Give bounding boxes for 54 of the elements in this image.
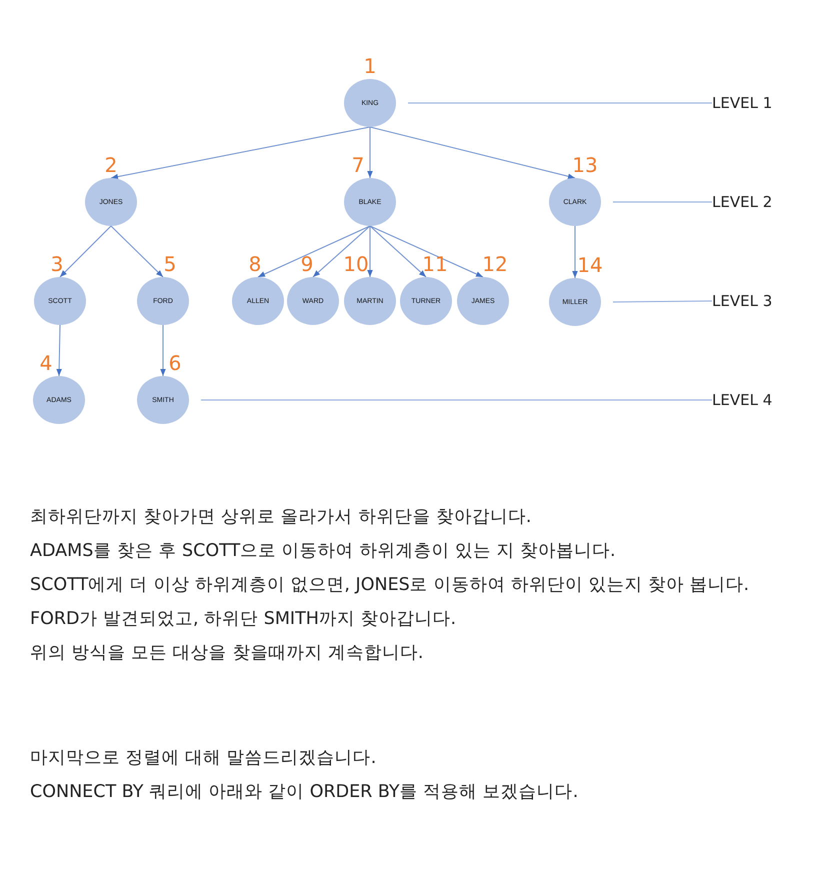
arrow <box>367 126 373 178</box>
order-number: 9 <box>300 253 314 275</box>
order-number: 3 <box>50 253 64 275</box>
employee-circle <box>344 79 396 127</box>
level-label: LEVEL 4 <box>712 391 772 409</box>
arrow <box>60 226 112 278</box>
arrow <box>370 226 484 278</box>
paragraph: 최하위단까지 찾아가면 상위로 올라가서 하위단을 찾아갑니다. <box>30 506 532 529</box>
level-label: LEVEL 2 <box>712 193 772 211</box>
paragraph: FORD가 발견되었고, 하위단 SMITH까지 찾아갑니다. <box>30 608 458 631</box>
order-number: 1 <box>364 55 376 77</box>
order-number: 14 <box>577 254 603 276</box>
paragraph: ADAMS를 찾은 후 SCOTT으로 이동하여 하위계층이 있는 지 찾아봅니다. <box>30 540 617 563</box>
connector-line <box>408 102 712 104</box>
paragraph: CONNECT BY 쿼리에 아래와 같이 ORDER BY를 적용해 보겠습니다. <box>30 781 580 804</box>
arrow <box>160 324 166 376</box>
employee-circle <box>457 277 509 325</box>
order-number: 5 <box>164 253 176 275</box>
employee-circle <box>287 277 339 325</box>
employee-circle <box>137 277 189 325</box>
arrow <box>110 226 164 278</box>
arrow <box>110 126 370 180</box>
employee-circle <box>33 376 85 424</box>
arrow <box>370 226 426 278</box>
paragraph: 마지막으로 정렬에 대해 말씀드리겠습니다. <box>30 747 378 770</box>
arrow <box>572 226 578 278</box>
employee-circle <box>344 277 396 325</box>
employee-circle <box>34 277 86 325</box>
level-label: LEVEL 3 <box>712 292 772 310</box>
arrow <box>258 226 370 278</box>
connector-line <box>612 300 712 302</box>
employee-circle <box>85 178 137 226</box>
arrow <box>312 226 370 278</box>
arrow <box>370 126 576 180</box>
order-number: 8 <box>248 253 262 275</box>
arrow <box>56 324 62 376</box>
arrow <box>367 226 373 278</box>
order-number: 10 <box>343 253 369 275</box>
employee-circle <box>400 277 452 325</box>
order-number: 12 <box>482 253 508 275</box>
paragraph: 위의 방식을 모든 대상을 찾을때까지 계속합니다. <box>30 642 424 665</box>
order-number: 13 <box>572 154 598 176</box>
employee-circle <box>232 277 284 325</box>
order-number: 6 <box>168 352 182 374</box>
level-label: LEVEL 1 <box>712 94 772 112</box>
order-number: 2 <box>104 154 118 176</box>
employee-circle <box>344 178 396 226</box>
employee-circle <box>137 376 189 424</box>
employee-circle <box>549 178 601 226</box>
order-number: 11 <box>422 253 448 275</box>
order-number: 4 <box>40 352 52 374</box>
employee-circle <box>549 278 601 326</box>
order-number: 7 <box>352 154 364 176</box>
paragraph: SCOTT에게 더 이상 하위계층이 없으면, JONES로 이동하여 하위단이 있는지 찾아 봅니다. <box>30 574 750 597</box>
